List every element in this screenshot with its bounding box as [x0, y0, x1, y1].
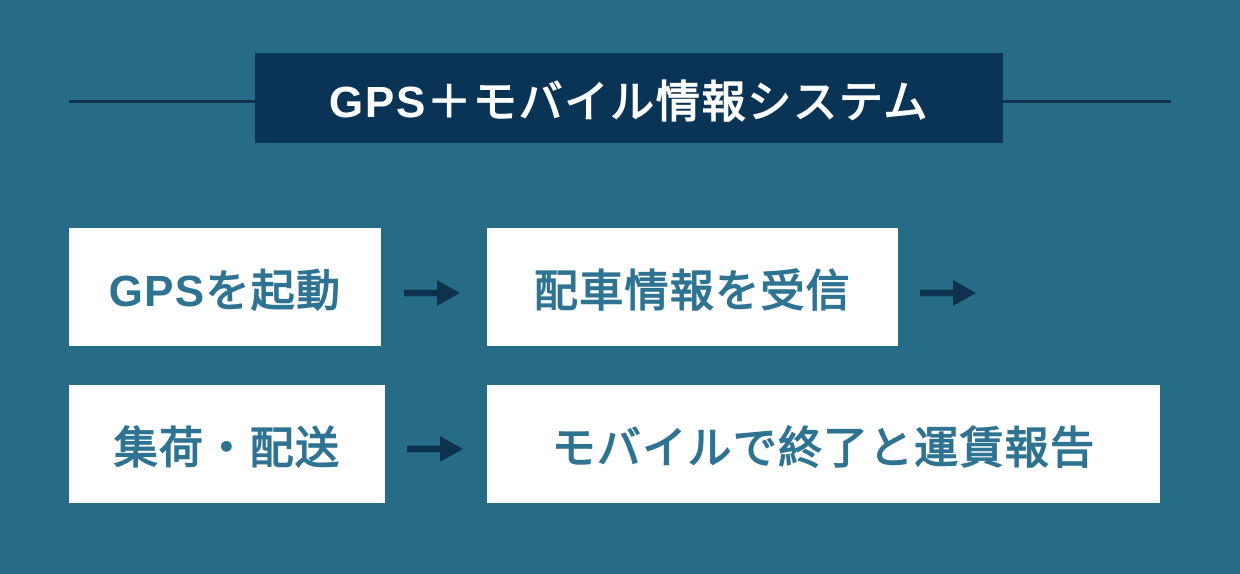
arrow-right-icon — [404, 278, 460, 308]
step-box-mobile-report: モバイルで終了と運賃報告 — [487, 385, 1160, 503]
step-box-gps-start: GPSを起動 — [69, 228, 381, 346]
step-label-mobile-report: モバイルで終了と運賃報告 — [551, 424, 1096, 473]
title-rule-left — [69, 100, 255, 103]
step-label-pickup-delivery: 集荷・配送 — [113, 424, 341, 473]
arrow-right-icon — [407, 434, 463, 464]
title-rule-right — [1003, 100, 1171, 103]
diagram-title-banner: GPS＋モバイル情報システム — [255, 53, 1003, 143]
step-label-gps-start: GPSを起動 — [108, 267, 342, 316]
diagram-title: GPS＋モバイル情報システム — [328, 78, 930, 127]
step-box-dispatch-receive: 配車情報を受信 — [487, 228, 898, 346]
arrow-right-icon — [920, 278, 976, 308]
step-box-pickup-delivery: 集荷・配送 — [69, 385, 385, 503]
step-label-dispatch-receive: 配車情報を受信 — [533, 267, 852, 316]
